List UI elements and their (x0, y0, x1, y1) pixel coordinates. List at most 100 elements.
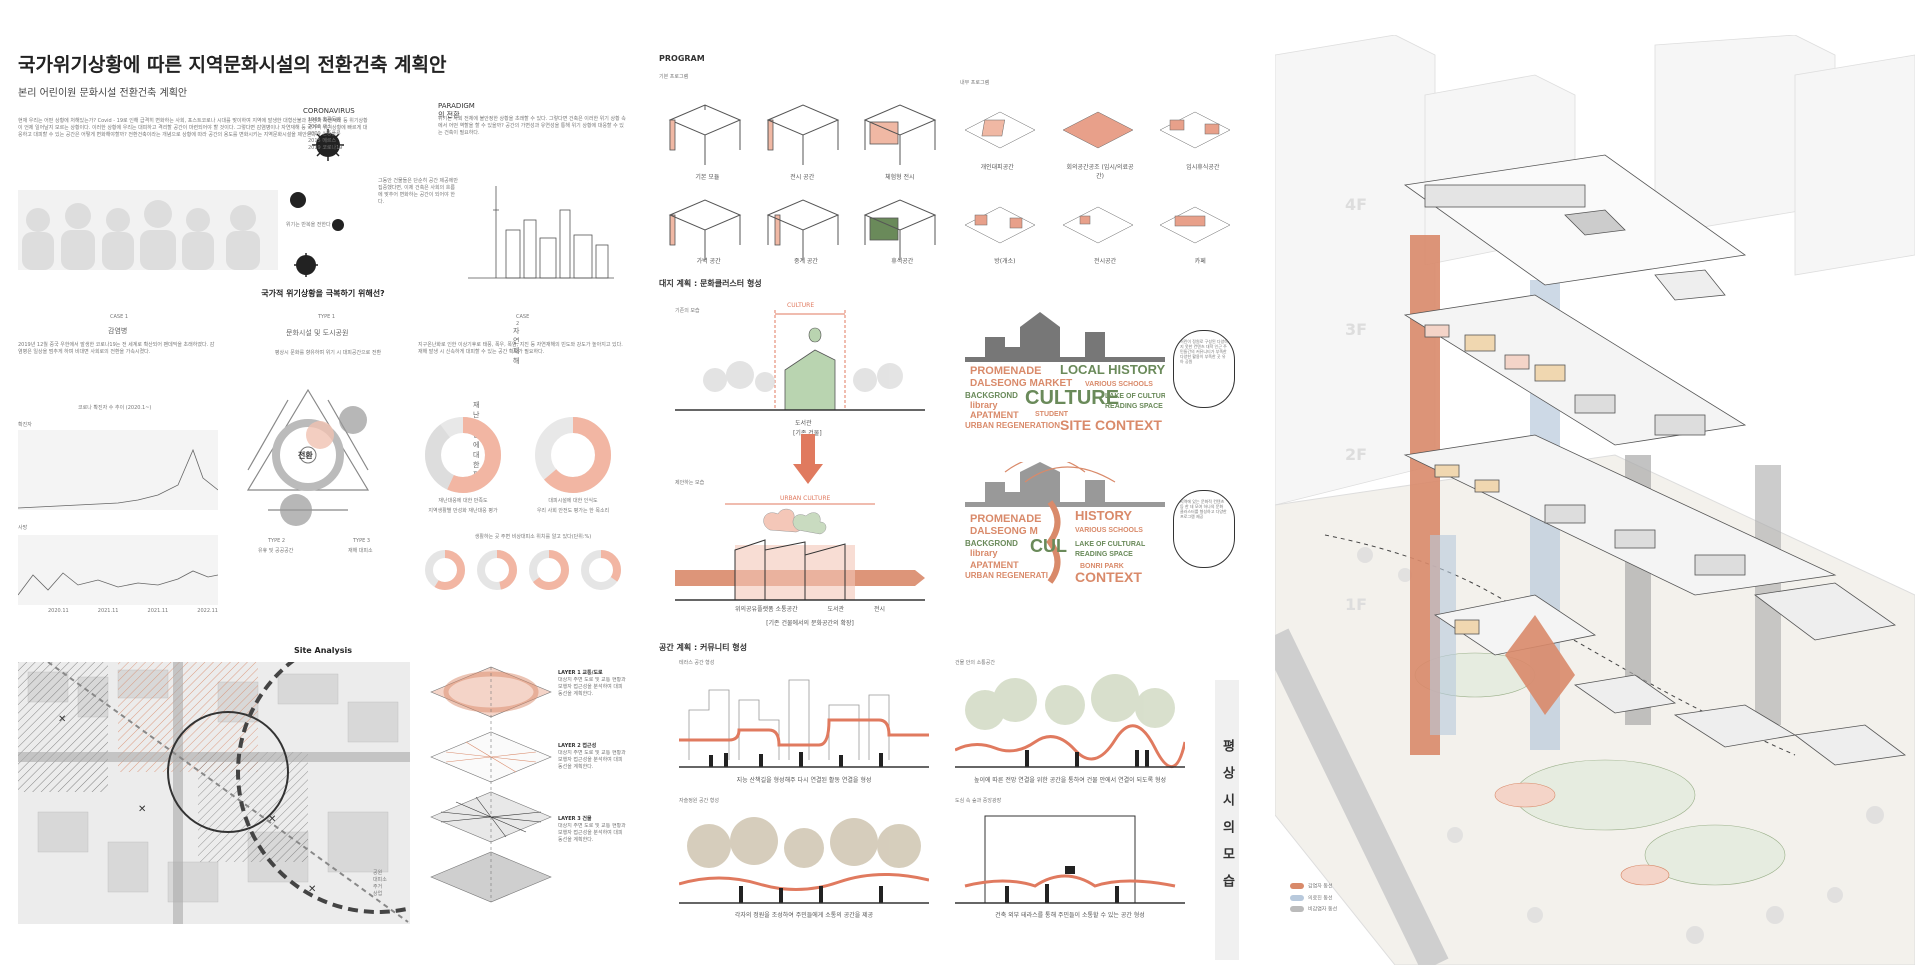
svg-text:URBAN REGENERATI: URBAN REGENERATI (965, 571, 1048, 580)
donut2-caption: 우리 사회 안전도 평가는 한 목소리 (536, 508, 610, 514)
right-panel: 4F 3F 2F 1F 감염자 동선 의료진 동선 비감염자 동선 (1275, 35, 1915, 965)
layer-stack-diagram (430, 666, 552, 903)
svg-text:CULTURE: CULTURE (1025, 387, 1119, 409)
svg-text:library: library (970, 548, 998, 558)
x-tick: 2021.11 (147, 608, 169, 614)
community-cap2: 높이에 따른 전망 연결을 위한 공간을 통하여 건물 안에서 연결이 되도록 … (973, 777, 1167, 784)
culture-title: 대지 계획 : 문화클러스터 형성 (659, 279, 762, 288)
legend-item: 상업 (373, 891, 383, 897)
small-donut (529, 550, 569, 590)
legend-row: 의료진 동선 (1290, 894, 1337, 903)
type2-title: 유휴 및 공공공간 (258, 548, 294, 554)
svg-text:LAKE OF CULTURAL: LAKE OF CULTURAL (1075, 541, 1146, 548)
svg-text:URBAN REGENERATION: URBAN REGENERATION (965, 421, 1060, 430)
legend-swatch-medical (1290, 894, 1304, 901)
eval-donut-1 (425, 417, 501, 493)
vertical-title: 평상시의모습 (1219, 739, 1235, 901)
legend-label: 감염자 동선 (1308, 883, 1333, 890)
svg-text:HISTORY: HISTORY (1075, 508, 1132, 523)
paradigm-caption: 그동안 건물들은 단순히 공간 제공에만 집중했다면, 이제 건축은 사회의 흐… (378, 178, 458, 205)
transition-center-label: 전환 (298, 451, 313, 460)
small-donut (581, 550, 621, 590)
type1-text: 평상시 문화를 향유하며 위기 시 대피공간으로 전환 (274, 350, 382, 356)
program-sub1: 기본 프로그램 (659, 74, 689, 80)
community-sec2: 건물 안의 소통공간 (955, 660, 995, 666)
word-cloud-bottom: PROMENADE HISTORY DALSEONG M VARIOUS SCH… (965, 462, 1165, 585)
intro-text: 현재 우리는 어떤 상황에 처해있는가? Covid - 19로 인해 급격히 … (18, 118, 368, 138)
svg-text:library: library (970, 400, 998, 410)
transition-cycle-diagram (246, 388, 370, 526)
svg-text:LAKE OF CULTURAL: LAKE OF CULTURAL (1105, 393, 1165, 400)
donut1-title: 재난대응에 대한 만족도 (438, 498, 488, 504)
svg-text:BACKGROND: BACKGROND (965, 539, 1018, 548)
type3-title: 재해 대피소 (348, 548, 373, 554)
program-item-label: 회의공간공조 (임시/의료공간) (1066, 164, 1134, 180)
program-title: PROGRAM (659, 54, 705, 63)
community-title: 공간 계획 : 커뮤니티 형성 (659, 643, 747, 652)
page-subtitle: 본리 어린이원 문화시설 전환건축 계획안 (18, 88, 188, 99)
case2-label: CASE 2 (516, 314, 530, 327)
program-items2: 개인대피공간 회의공간공조 (임시/의료공간) 임시휴식공간 (955, 162, 1245, 180)
x-tick: 2020.11 (48, 608, 69, 614)
program-item-label: 전시공간 (1094, 258, 1117, 265)
legend-item: 대피소 (373, 877, 387, 883)
crowd-illustration (18, 190, 278, 270)
legend-item: 주거 (373, 884, 383, 890)
layer1-text: 대상지 주변 도로 및 교통 현황과 보행자 접근성을 분석하여 대피 동선을 … (558, 677, 626, 697)
community-sec3: 자슬정원 공간 형성 (679, 798, 719, 804)
site-map: ✕✕✕✕ (18, 662, 410, 924)
bubble-2-text: 지역에 있는 문화적 컨텐츠 등 한 데 모여 하나의 문화 클러스터를 형성하… (1180, 499, 1227, 519)
program-item-label: 기본 모듈 (695, 174, 720, 181)
bottom-label: 위의공유플랫폼 소통공간 (735, 606, 798, 613)
vertical-title-panel: 평상시의모습 (1215, 680, 1239, 960)
program-item-label: 카페 (1194, 258, 1206, 265)
floor-label-3f: 3F (1345, 320, 1368, 339)
program-modules (668, 104, 937, 260)
legend-swatch-noninfected (1290, 906, 1304, 912)
svg-text:SITE CONTEXT: SITE CONTEXT (1060, 417, 1162, 432)
axonometric-drawing (1275, 35, 1915, 965)
corona-item: 2002 사스 (308, 124, 332, 130)
floor-label-4f: 4F (1345, 195, 1368, 214)
overcome-title: 국가적 위기상황을 극복하기 위해선? (261, 289, 385, 298)
type1-title: 문화시설 및 도시공원 (286, 329, 349, 337)
program-item-label: 체험형 전시 (885, 174, 915, 181)
program-items-row2: 가벽 공간 중계 공간 휴식공간 (660, 256, 950, 265)
community-cap1: 지능 산책길을 형성해주 다시 연결된 활동 연결을 형성 (736, 777, 872, 784)
corona-item: 2019 코로나19 (308, 145, 343, 151)
donut2-title: 대피시설에 대한 인식도 (548, 498, 598, 504)
chart1-title: 코로나 확진자 수 추이 (2020.1~) (78, 405, 152, 411)
program-item-label: 중계 공간 (793, 258, 818, 265)
urban-culture-tag: URBAN CULTURE (780, 495, 831, 502)
community-cap3: 각자의 정원을 조성하여 주민들에게 소통의 공간을 제공 (734, 912, 874, 919)
site-legend: 공원 대피소 주거 상업 (373, 870, 387, 898)
garden-section (679, 817, 929, 904)
case1-label: CASE 1 (110, 314, 129, 320)
corona-label: CORONAVIRUS (303, 107, 355, 115)
bottom-caption: [기존 건물에서의 문화공간의 확장] (766, 620, 854, 627)
svg-text:✕: ✕ (268, 814, 276, 825)
existing-diagram (675, 310, 925, 411)
svg-text:DALSEONG MARKET: DALSEONG MARKET (970, 378, 1072, 389)
corona-caption: 위기는 반복을 전한다 (286, 222, 331, 228)
svg-text:APATMENT: APATMENT (970, 560, 1019, 570)
corona-item: 2015 메르스 (308, 138, 337, 144)
terrace-section (679, 679, 929, 768)
covid-line-chart-2 (18, 535, 218, 605)
svg-text:APATMENT: APATMENT (970, 410, 1019, 420)
type1-label: TYPE 1 (318, 314, 336, 320)
type2-label: TYPE 2 (268, 538, 286, 544)
bubble-2: 지역에 있는 문화적 컨텐츠 등 한 데 모여 하나의 문화 클러스터를 형성하… (1173, 490, 1235, 568)
small-donuts (423, 548, 623, 598)
bottom-label: 전시 (873, 606, 885, 613)
program-item-label: 가벽 공간 (696, 258, 721, 265)
svg-text:VARIOUS SCHOOLS: VARIOUS SCHOOLS (1085, 381, 1153, 388)
layer2-label: LAYER 2 접근성 (558, 743, 597, 749)
chart-xticks: 2020.11 2021.11 2021.11 2022.11 (48, 608, 218, 615)
program-item-label: 방(개소) (994, 258, 1016, 265)
case2-title: 자연재해 (513, 327, 520, 365)
program-item-label: 휴식공간 (891, 258, 914, 265)
program-sub2: 내부 프로그램 (960, 80, 990, 86)
community-sec1: 테라스 공간 형성 (679, 660, 715, 666)
site-title: Site Analysis (293, 646, 353, 655)
